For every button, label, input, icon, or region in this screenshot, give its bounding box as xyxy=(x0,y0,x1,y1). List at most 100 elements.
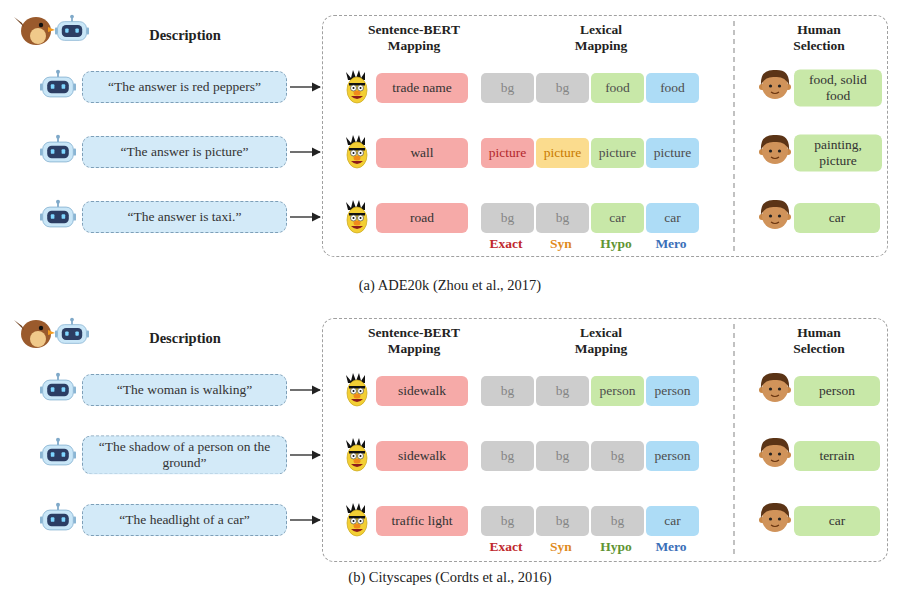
legend-text: Exact xyxy=(490,539,523,555)
legend-text: Mero xyxy=(655,539,686,555)
lexical-box: bg xyxy=(536,376,589,406)
box-label: car xyxy=(829,210,845,226)
bert-face-icon xyxy=(346,373,367,406)
lexical-box: car xyxy=(591,203,644,233)
human-box: person xyxy=(794,376,880,406)
lexical-box: bg xyxy=(536,73,589,103)
box-label: sidewalk xyxy=(398,383,446,399)
box-label: “The answer is taxi.” xyxy=(128,209,242,225)
box-label: bg xyxy=(611,513,625,529)
human-box: painting, picture xyxy=(794,134,882,171)
figure-caption: (b) Cityscapes (Cordts et al., 2016) xyxy=(348,569,551,586)
box-label: picture xyxy=(489,145,526,161)
arrow-connector xyxy=(290,151,320,152)
arrow-connector xyxy=(290,519,320,520)
box-label: bg xyxy=(611,448,625,464)
robot-icon xyxy=(40,438,76,465)
arrow-connector xyxy=(290,86,320,87)
human-face-icon xyxy=(759,503,791,532)
sbert-box: trade name xyxy=(376,73,468,103)
column-header: Human Selection xyxy=(774,325,864,357)
human-face-icon xyxy=(759,70,791,99)
robot-icon xyxy=(40,135,76,162)
sbert-box: traffic light xyxy=(376,506,468,536)
box-label: car xyxy=(609,210,625,226)
box-label: “The shadow of a person on the ground” xyxy=(88,439,281,470)
box-label: food xyxy=(605,80,630,96)
human-face-icon xyxy=(759,373,791,402)
box-label: “The answer is red peppers” xyxy=(108,79,261,95)
lexical-box: bg xyxy=(591,441,644,471)
box-label: bg xyxy=(501,210,515,226)
box-label: trade name xyxy=(392,80,452,96)
lexical-box: food xyxy=(646,73,699,103)
bird-icon xyxy=(14,320,55,348)
robot-icon xyxy=(40,373,76,400)
human-face-icon xyxy=(759,135,791,164)
figure-caption: (a) ADE20k (Zhou et al., 2017) xyxy=(359,277,541,294)
box-label: picture xyxy=(599,145,636,161)
box-label: car xyxy=(664,513,680,529)
column-header: Description xyxy=(149,330,221,347)
lexical-box: food xyxy=(591,73,644,103)
mapping-panel: trade name bg bg food food food, solid food wa… xyxy=(322,15,888,257)
sbert-box: road xyxy=(376,203,468,233)
lexical-box: picture xyxy=(481,138,534,168)
lexical-box: person xyxy=(646,441,699,471)
lexical-box: person xyxy=(591,376,644,406)
box-label: food, solid food xyxy=(799,72,877,103)
box-label: “The headlight of a car” xyxy=(119,512,249,528)
box-label: road xyxy=(410,210,434,226)
human-box: food, solid food xyxy=(794,69,882,106)
legend-text: Syn xyxy=(550,236,572,252)
human-box: car xyxy=(794,203,880,233)
description-bubble: “The answer is red peppers” xyxy=(82,71,287,103)
robot-icon xyxy=(40,503,76,530)
box-label: food xyxy=(660,80,685,96)
box-label: sidewalk xyxy=(398,448,446,464)
divider-line xyxy=(733,324,734,556)
bert-face-icon xyxy=(346,438,367,471)
lexical-box: bg xyxy=(591,506,644,536)
column-header: Sentence-BERT Mapping xyxy=(359,22,469,54)
box-label: bg xyxy=(501,80,515,96)
column-header: Lexical Mapping xyxy=(556,22,646,54)
arrow-connector xyxy=(290,389,320,390)
divider-line xyxy=(733,21,734,251)
lexical-box: bg xyxy=(481,376,534,406)
box-label: traffic light xyxy=(392,513,453,529)
legend-text: Mero xyxy=(655,236,686,252)
lexical-box: picture xyxy=(591,138,644,168)
bert-face-icon xyxy=(346,503,367,536)
description-bubble: “The answer is taxi.” xyxy=(82,201,287,233)
box-label: wall xyxy=(410,145,433,161)
box-label: terrain xyxy=(819,448,854,464)
human-face-icon xyxy=(759,438,791,467)
robot-icon xyxy=(55,15,89,41)
box-label: bg xyxy=(501,383,515,399)
box-label: person xyxy=(655,383,691,399)
legend-text: Exact xyxy=(490,236,523,252)
box-label: painting, picture xyxy=(799,137,877,168)
box-label: picture xyxy=(544,145,581,161)
sbert-box: wall xyxy=(376,138,468,168)
lexical-box: bg xyxy=(481,506,534,536)
lexical-box: person xyxy=(646,376,699,406)
arrow-connector xyxy=(290,454,320,455)
description-bubble: “The woman is walking” xyxy=(82,374,287,406)
description-bubble: “The headlight of a car” xyxy=(82,504,287,536)
box-label: bg xyxy=(556,383,570,399)
box-label: bg xyxy=(556,80,570,96)
box-label: person xyxy=(819,383,855,399)
human-box: terrain xyxy=(794,441,880,471)
box-label: person xyxy=(655,448,691,464)
lexical-box: car xyxy=(646,203,699,233)
lexical-box: bg xyxy=(536,441,589,471)
robot-icon xyxy=(40,200,76,227)
column-header: Sentence-BERT Mapping xyxy=(359,325,469,357)
description-bubble: “The shadow of a person on the ground” xyxy=(82,435,287,474)
column-header: Description xyxy=(149,27,221,44)
box-label: car xyxy=(829,513,845,529)
sbert-box: sidewalk xyxy=(376,441,468,471)
bert-face-icon xyxy=(346,200,367,233)
